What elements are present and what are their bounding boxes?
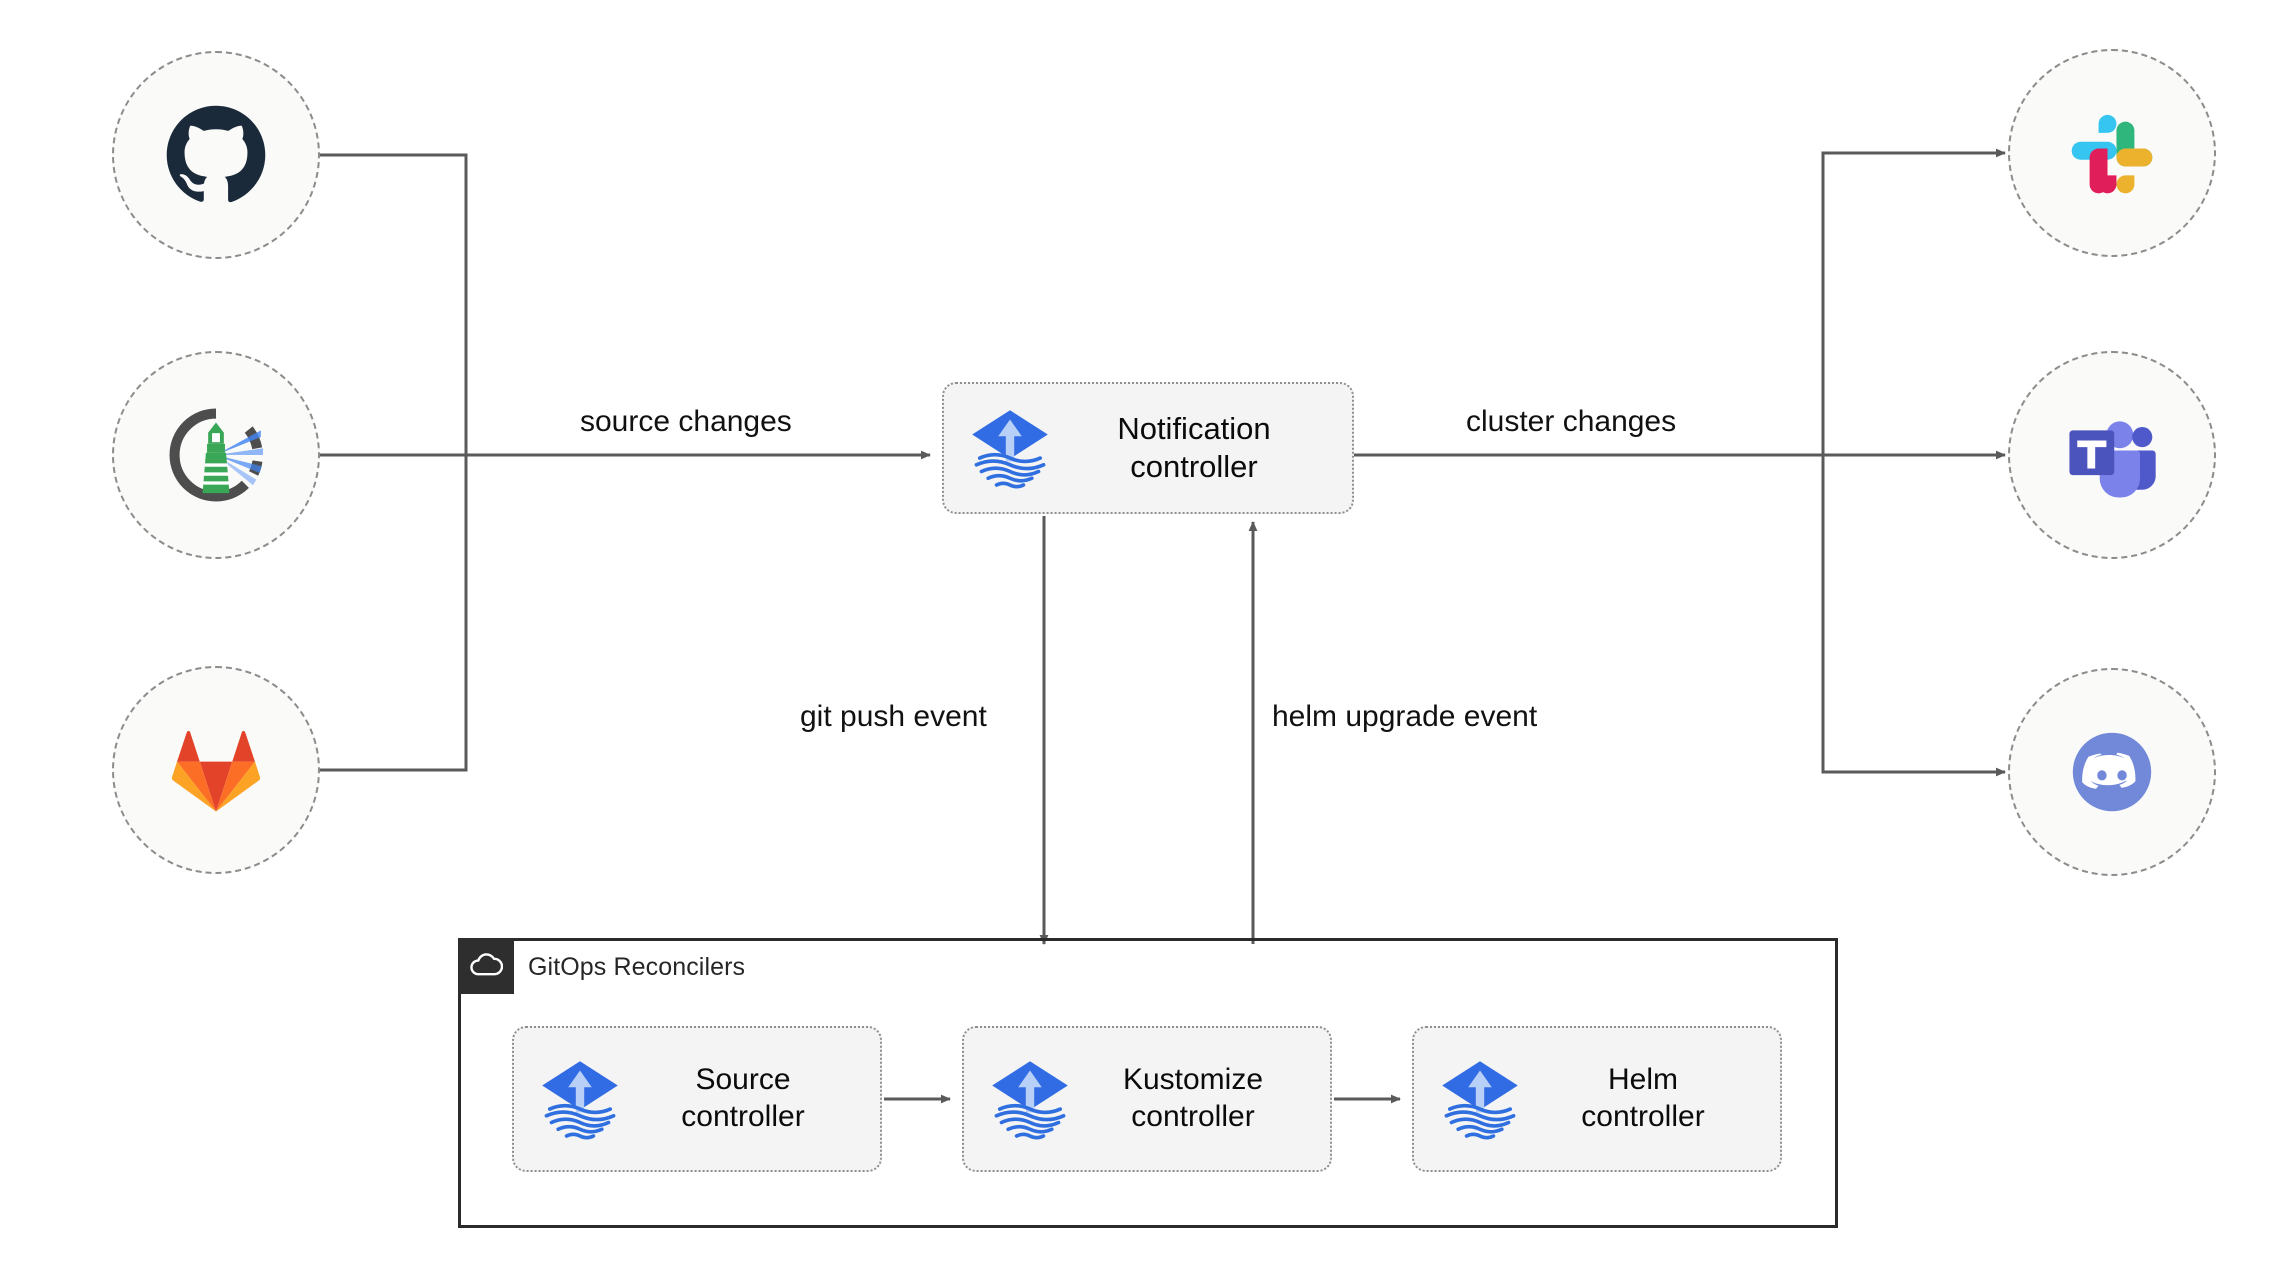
flux-icon (542, 1061, 618, 1140)
flux-icon (1442, 1061, 1518, 1140)
gitlab-icon (171, 730, 261, 812)
flux-icon (992, 1061, 1068, 1140)
destination-node-teams[interactable] (2008, 351, 2216, 559)
source-controller-node[interactable]: Source controller (512, 1026, 882, 1172)
gitops-reconcilers-container (458, 938, 1838, 1228)
destination-node-discord[interactable] (2008, 668, 2216, 876)
notification-controller-node[interactable]: Notification controller (942, 382, 1354, 514)
wire-gitlab-to-trunk (320, 455, 468, 772)
wire-github-to-trunk (320, 153, 468, 455)
notification-controller-label: Notification controller (1117, 411, 1271, 484)
kustomize-controller-node[interactable]: Kustomize controller (962, 1026, 1332, 1172)
source-node-gitlab[interactable] (112, 666, 320, 874)
slack-icon (2071, 114, 2153, 194)
destination-node-slack[interactable] (2008, 49, 2216, 257)
discord-icon (2072, 732, 2152, 812)
kustomize-controller-label: Kustomize controller (1122, 1063, 1264, 1133)
gitops-container-tab (458, 938, 514, 994)
wire-trunk-to-discord (1821, 455, 2006, 777)
wire-trunk-to-slack (1821, 148, 2006, 455)
source-node-github[interactable] (112, 51, 320, 259)
cloud-icon (470, 953, 503, 976)
edge-label-cluster-changes: cluster changes (1466, 405, 1677, 438)
edge-label-source-changes: source changes (580, 405, 792, 438)
helm-controller-node[interactable]: Helm controller (1412, 1026, 1782, 1172)
gitops-container-title: GitOps Reconcilers (528, 953, 746, 981)
source-node-lighthouse[interactable] (112, 351, 320, 559)
edge-label-git-push-event: git push event (800, 700, 987, 733)
helm-controller-label: Helm controller (1581, 1063, 1705, 1133)
github-icon (166, 105, 266, 203)
flux-icon (972, 410, 1048, 489)
teams-icon (2069, 421, 2156, 498)
edge-label-helm-upgrade-event: helm upgrade event (1272, 700, 1538, 733)
source-controller-label: Source controller (681, 1063, 805, 1133)
lighthouse-icon (169, 408, 264, 502)
